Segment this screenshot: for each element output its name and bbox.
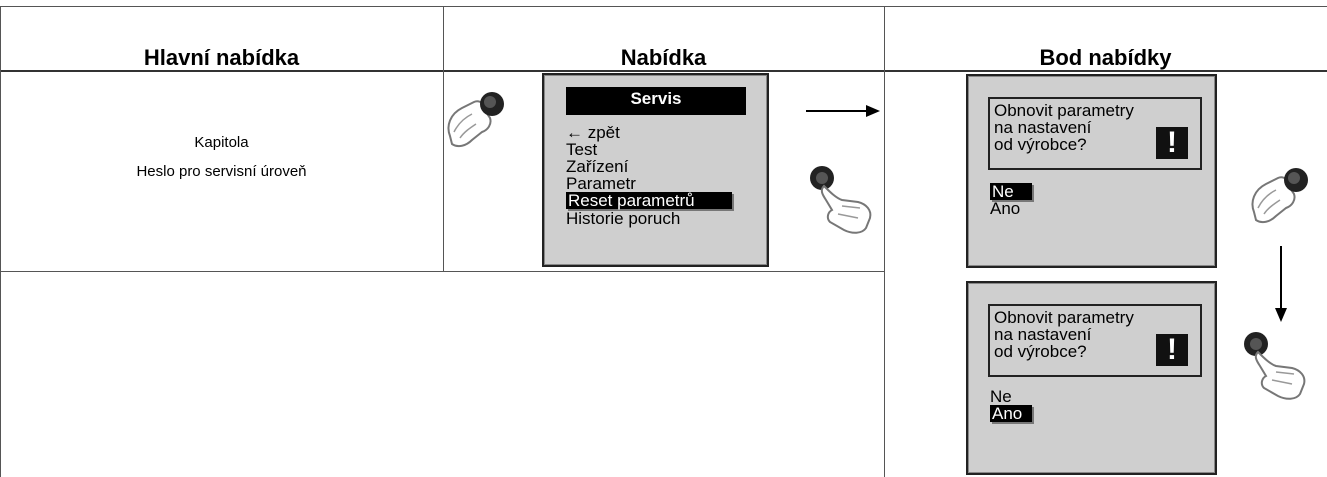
- rotary-knob-turn-icon: [447, 92, 504, 148]
- rotary-knob-turn-icon: [1251, 168, 1308, 224]
- exclamation-warning-icon: !: [1156, 334, 1188, 366]
- dialog-1-message-line: od výrobce?: [994, 135, 1087, 154]
- menu-title: Servis: [566, 87, 746, 115]
- dialog-1-message: Obnovit parametry na nastavení od výrobc…: [994, 102, 1134, 153]
- dialog-2-option-ano[interactable]: Ano: [990, 405, 1032, 422]
- dialog-1-option-ne[interactable]: Ne: [990, 183, 1032, 200]
- menu-item-test[interactable]: Test: [566, 140, 598, 159]
- rotary-knob-press-icon: [1244, 332, 1306, 400]
- header-main-menu: Hlavní nabídka: [143, 45, 300, 70]
- chapter-value: Heslo pro servisní úroveň: [136, 163, 307, 180]
- exclamation-warning-icon: !: [1156, 127, 1188, 159]
- header-menu-item: Bod nabídky: [1039, 45, 1172, 70]
- menu-item-back[interactable]: ← zpět: [566, 123, 620, 142]
- arrow-right-icon: [806, 105, 880, 117]
- dialog-1-option-ano[interactable]: Ano: [990, 199, 1021, 218]
- dialog-screen-1: Obnovit parametry na nastavení od výrobc…: [966, 74, 1217, 268]
- rotary-knob-press-icon: [810, 166, 872, 234]
- dialog-screen-2: Obnovit parametry na nastavení od výrobc…: [966, 281, 1217, 475]
- grid-row-divider: [0, 271, 885, 272]
- chapter-label: Kapitola: [194, 134, 249, 151]
- arrow-down-icon: [1275, 246, 1287, 322]
- grid-header-bottom-line: [0, 70, 1327, 72]
- menu-item-reset-parameters[interactable]: Reset parametrů: [566, 192, 732, 209]
- dialog-2-message-box: Obnovit parametry na nastavení od výrobc…: [988, 304, 1202, 377]
- grid-col2-divider: [884, 6, 885, 477]
- grid-col1-divider: [443, 6, 444, 271]
- menu-item-device[interactable]: Zařízení: [566, 157, 629, 176]
- header-menu: Nabídka: [620, 45, 707, 70]
- menu-item-fault-history[interactable]: Historie poruch: [566, 209, 681, 228]
- dialog-2-message-line: od výrobce?: [994, 342, 1087, 361]
- dialog-1-message-line: na nastavení: [994, 118, 1092, 137]
- dialog-2-message-line: na nastavení: [994, 325, 1092, 344]
- dialog-2-message-line: Obnovit parametry: [994, 308, 1134, 327]
- grid-top-line: [0, 6, 1327, 7]
- grid-left-line: [0, 6, 1, 477]
- dialog-2-message: Obnovit parametry na nastavení od výrobc…: [994, 309, 1134, 360]
- menu-screen: Servis ← zpět Test Zařízení Parametr Res…: [542, 73, 769, 267]
- dialog-1-message-line: Obnovit parametry: [994, 101, 1134, 120]
- dialog-2-option-ne[interactable]: Ne: [990, 387, 1012, 406]
- dialog-1-message-box: Obnovit parametry na nastavení od výrobc…: [988, 97, 1202, 170]
- menu-item-parameter[interactable]: Parametr: [566, 174, 636, 193]
